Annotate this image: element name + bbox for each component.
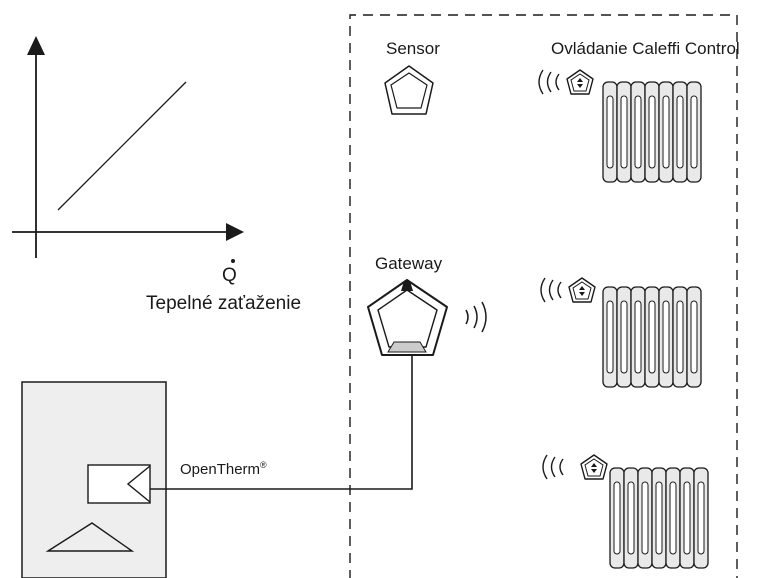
sensor-label: Sensor [386,39,440,58]
graph-curve [57,81,187,211]
boiler-unit [21,381,167,578]
control-label: Ovládanie Caleffi Control [551,39,740,58]
protocol-name: OpenTherm [180,461,261,478]
gateway-label: Gateway [375,254,443,273]
registered-mark: ® [260,460,267,470]
gateway-icon [367,279,448,356]
radiator-top-icon [602,81,702,183]
valve-bottom-icon [580,454,608,480]
waves-middle-icon [540,277,562,303]
x-axis-arrowhead [226,223,244,241]
radiator-bottom-icon [609,467,709,569]
x-axis-symbol: Q [222,265,237,286]
valve-top-icon [566,69,594,95]
gateway-waves-icon [465,301,487,333]
opentherm-wire [150,356,413,490]
radiator-middle-icon [602,286,702,388]
q-dot-icon [231,259,235,263]
sensor-icon [384,65,434,115]
x-axis-label: Tepelné zaťaženie [146,293,302,314]
protocol-label: OpenTherm® [180,460,267,478]
waves-top-icon [538,69,560,95]
waves-bottom-icon [542,454,564,480]
valve-middle-icon [568,277,596,303]
y-axis-arrowhead [27,36,45,55]
graph-axes [12,50,230,258]
